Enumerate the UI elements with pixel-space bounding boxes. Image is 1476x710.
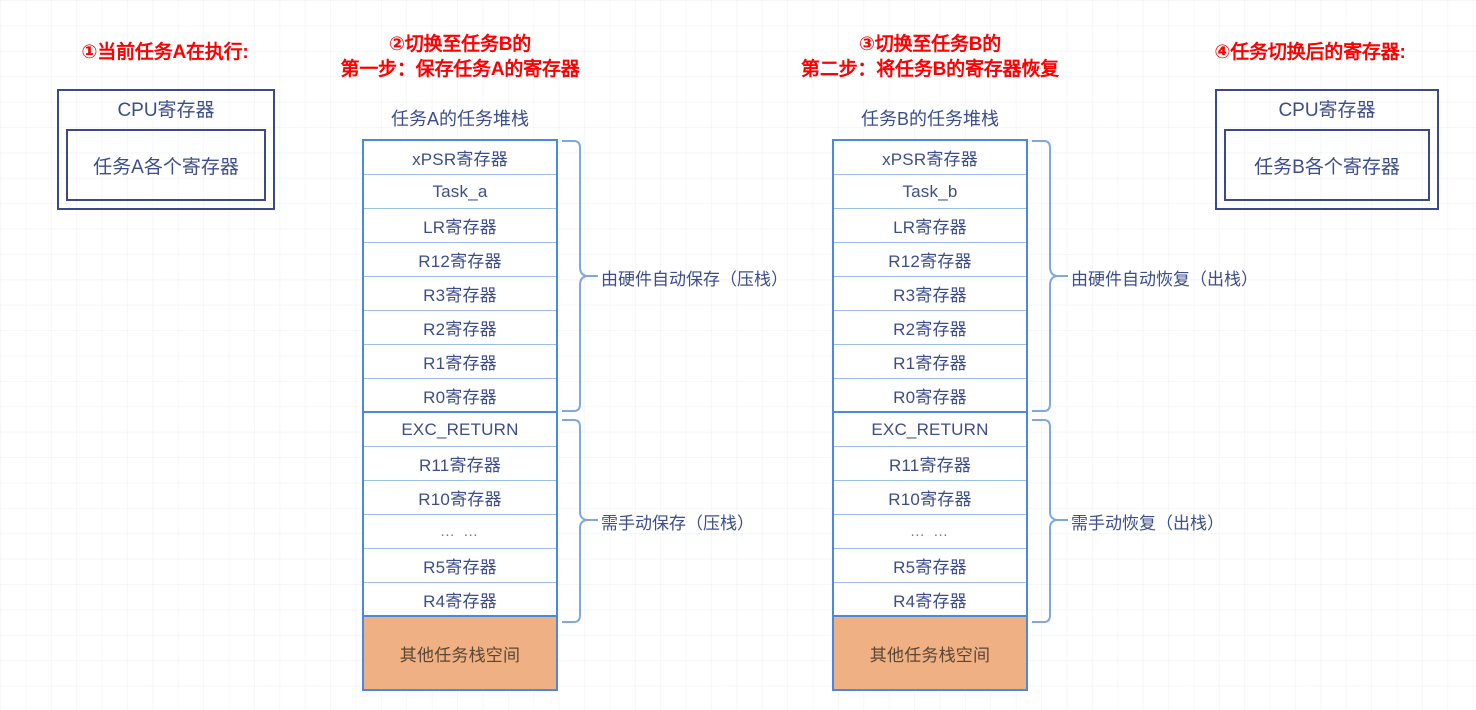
stack-a-cell: EXC_RETURN (364, 413, 556, 447)
stack-a-cell: R11寄存器 (364, 447, 556, 481)
stack-a-auto-brace (562, 140, 598, 412)
stack-a-cell: R2寄存器 (364, 311, 556, 345)
stack-a-cell: R1寄存器 (364, 345, 556, 379)
stack-b-cell: R5寄存器 (834, 549, 1026, 583)
stack-b-cell: xPSR寄存器 (834, 141, 1026, 175)
stack-a-cell: R0寄存器 (364, 379, 556, 413)
stack-b-auto-label: 由硬件自动恢复（出栈） (1071, 270, 1258, 289)
task-stack-b: xPSR寄存器 Task_b LR寄存器 R12寄存器 R3寄存器 R2寄存器 … (832, 139, 1028, 691)
stack-b-cell: Task_b (834, 175, 1026, 209)
stack-a-auto-label: 由硬件自动保存（压栈） (601, 270, 788, 289)
stack-a-manual-brace (562, 419, 598, 623)
stack-a-cell: R4寄存器 (364, 583, 556, 617)
cpu-box-a-inner: 任务A各个寄存器 (66, 129, 266, 201)
cpu-box-b-inner: 任务B各个寄存器 (1224, 129, 1430, 201)
stack-b-cell: R0寄存器 (834, 379, 1026, 413)
step4-heading: ④任务切换后的寄存器: (1214, 42, 1406, 63)
stack-b-cell: R2寄存器 (834, 311, 1026, 345)
stack-b-cell: R3寄存器 (834, 277, 1026, 311)
task-stack-a: xPSR寄存器 Task_a LR寄存器 R12寄存器 R3寄存器 R2寄存器 … (362, 139, 558, 691)
stack-b-cell: R1寄存器 (834, 345, 1026, 379)
stack-a-cell: R10寄存器 (364, 481, 556, 515)
stack-a-other-space: 其他任务栈空间 (364, 617, 556, 689)
stack-b-manual-label: 需手动恢复（出栈） (1071, 514, 1224, 533)
stack-b-cell-ellipsis: … … (834, 515, 1026, 549)
stack-a-cell: Task_a (364, 175, 556, 209)
stack-a-manual-label: 需手动保存（压栈） (601, 514, 754, 533)
stack-b-cell: LR寄存器 (834, 209, 1026, 243)
step3-heading: ③切换至任务B的 第二步：将任务B的寄存器恢复 (801, 34, 1059, 80)
stack-b-other-space: 其他任务栈空间 (834, 617, 1026, 689)
step1-heading: ①当前任务A在执行: (81, 42, 249, 63)
stack-a-cell: R12寄存器 (364, 243, 556, 277)
stack-a-cell-ellipsis: … … (364, 515, 556, 549)
cpu-box-a-caption: CPU寄存器 (117, 100, 215, 121)
cpu-box-b-caption: CPU寄存器 (1278, 100, 1376, 121)
stack-a-cell: R3寄存器 (364, 277, 556, 311)
stack-b-cell: R10寄存器 (834, 481, 1026, 515)
cpu-register-box-a: CPU寄存器 任务A各个寄存器 (57, 89, 275, 210)
stack-b-cell: R12寄存器 (834, 243, 1026, 277)
stack-b-cell: R4寄存器 (834, 583, 1026, 617)
stack-a-cell: R5寄存器 (364, 549, 556, 583)
stack-b-manual-brace (1032, 419, 1068, 623)
stack-a-cell: LR寄存器 (364, 209, 556, 243)
stack-b-auto-brace (1032, 140, 1068, 412)
stack-b-cell: EXC_RETURN (834, 413, 1026, 447)
stack-b-cell: R11寄存器 (834, 447, 1026, 481)
step2-heading: ②切换至任务B的 第一步：保存任务A的寄存器 (340, 34, 580, 80)
cpu-register-box-b: CPU寄存器 任务B各个寄存器 (1215, 89, 1439, 210)
stack-a-title: 任务A的任务堆栈 (390, 109, 529, 129)
stack-b-title: 任务B的任务堆栈 (860, 109, 999, 129)
stack-a-cell: xPSR寄存器 (364, 141, 556, 175)
